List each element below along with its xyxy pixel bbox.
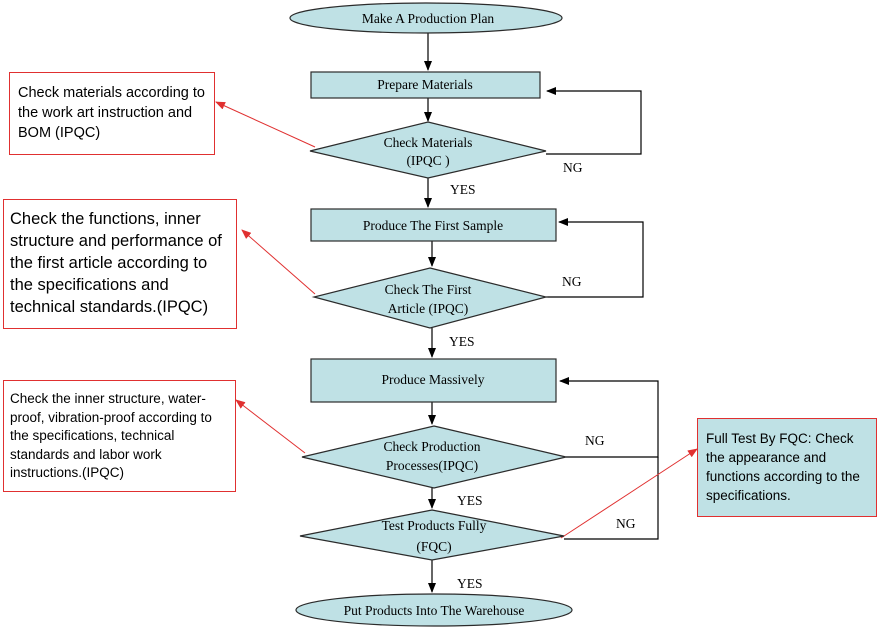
annotation-line-materials xyxy=(215,101,316,148)
note-fqc: Full Test By FQC: Check the appearance a… xyxy=(697,418,877,517)
loop-check-first-article xyxy=(546,218,644,298)
check-materials-label-line1: Check Materials xyxy=(384,135,473,150)
test-products-label-line1: Test Products Fully xyxy=(382,518,487,533)
yes-label-1: YES xyxy=(450,182,476,197)
annotation-line-production xyxy=(235,399,306,454)
check-first-article-node xyxy=(311,267,549,329)
start-node-label: Make A Production Plan xyxy=(362,11,495,26)
check-production-label-line1: Check Production xyxy=(383,439,480,454)
check-first-article-label-line2: Article (IPQC) xyxy=(388,301,469,316)
loop-check-materials xyxy=(546,87,642,155)
test-products-node xyxy=(299,509,565,561)
yes-label-2: YES xyxy=(449,334,475,349)
end-node-label: Put Products Into The Warehouse xyxy=(344,603,525,618)
check-production-node xyxy=(301,425,567,489)
annotation-line-fqc xyxy=(560,448,698,539)
ng-label-1: NG xyxy=(563,160,583,175)
first-sample-node xyxy=(310,208,557,242)
check-first-article-label-line1: Check The First xyxy=(385,282,472,297)
produce-massively-label: Produce Massively xyxy=(381,372,484,387)
note-check-materials: Check materials according to the work ar… xyxy=(9,72,215,155)
test-products-label-line2: (FQC) xyxy=(416,539,451,554)
flow-arrows xyxy=(424,33,436,593)
ng-label-4: NG xyxy=(616,516,636,531)
ng-label-2: NG xyxy=(562,274,582,289)
loop-check-production xyxy=(559,377,659,458)
produce-massively-node xyxy=(310,358,557,403)
annotation-line-first-article xyxy=(241,229,316,295)
prepare-materials-node xyxy=(310,71,541,99)
check-materials-node xyxy=(309,121,547,179)
annotation-lines xyxy=(215,101,698,539)
start-node xyxy=(289,2,563,34)
check-production-label-line2: Processes(IPQC) xyxy=(386,458,478,473)
note-first-article: Check the functions, inner structure and… xyxy=(3,199,237,329)
yes-label-4: YES xyxy=(457,576,483,591)
ng-loops xyxy=(546,87,659,540)
yes-label-3: YES xyxy=(457,493,483,508)
note-production: Check the inner structure, water-proof, … xyxy=(3,380,236,492)
prepare-materials-label: Prepare Materials xyxy=(377,77,473,92)
check-materials-label-line2: (IPQC ) xyxy=(406,153,449,168)
ng-label-3: NG xyxy=(585,433,605,448)
loop-test-products xyxy=(564,457,659,540)
end-node xyxy=(295,593,573,627)
first-sample-label: Produce The First Sample xyxy=(363,218,503,233)
